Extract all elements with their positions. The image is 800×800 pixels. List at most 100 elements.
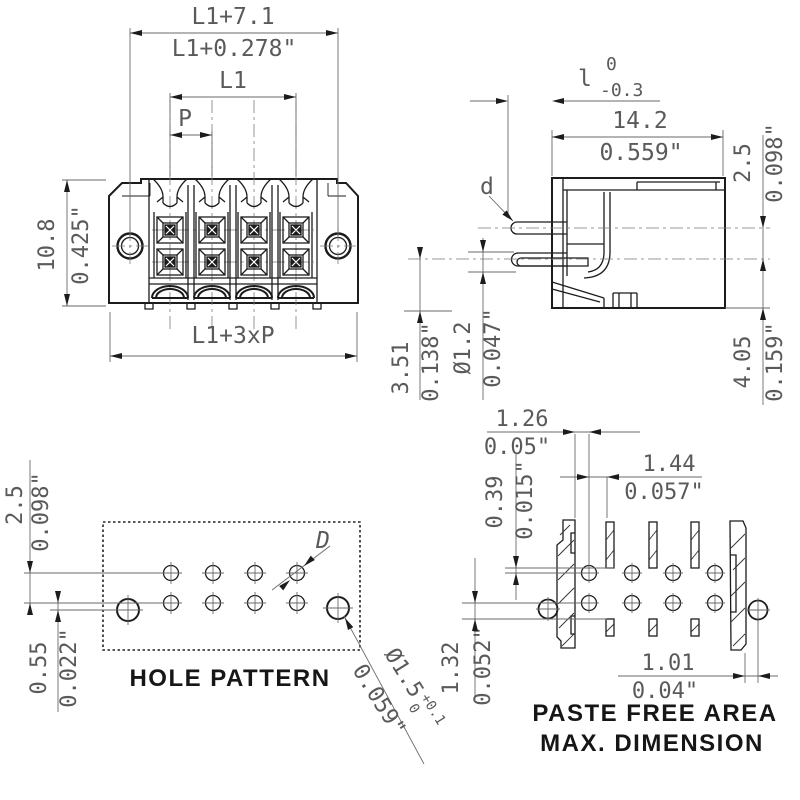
arrowhead xyxy=(758,673,770,679)
arrowhead xyxy=(472,619,478,631)
side-dimensions: l 0 -0.3 14.2 0.559" 2.5 0.098" 4.05 0.1… xyxy=(389,54,788,405)
hp-dim-row-mm: 2.5 xyxy=(3,485,28,525)
arrowhead xyxy=(577,474,589,480)
dim-pin-dia-mm: Ø1.2 xyxy=(451,322,476,375)
side-latch xyxy=(636,181,720,190)
pf-dim3-mm: 0.39 xyxy=(483,476,508,529)
front-partition-walls xyxy=(187,185,279,300)
arrowhead xyxy=(480,272,486,284)
arrowhead xyxy=(170,94,182,100)
paste-dimensions: 1.26 0.05" 1.44 0.057" 0.39 0.015" 1.32 … xyxy=(439,407,778,706)
dim-row-spacing-mm: 2.5 xyxy=(731,143,756,183)
hp-label-hole-dia: D xyxy=(315,528,330,554)
side-bottom-wedge xyxy=(551,281,605,308)
front-row-centerlines xyxy=(152,229,314,263)
arrowhead xyxy=(417,311,423,323)
pf-dim1-in: 0.05" xyxy=(484,435,550,460)
dim-overall-mm: L1+7.1 xyxy=(191,4,274,30)
arrowhead xyxy=(733,673,745,679)
pf-dim1-mm: 1.26 xyxy=(496,407,549,432)
front-position-housings xyxy=(153,212,313,278)
arrowhead xyxy=(27,603,33,615)
arrowhead xyxy=(513,556,519,568)
arrowhead xyxy=(760,259,766,271)
arrowhead xyxy=(502,210,513,221)
front-inner-columns xyxy=(148,179,318,303)
arrowhead xyxy=(760,308,766,320)
front-contact-crosses xyxy=(165,225,301,267)
hole-pattern-holes xyxy=(113,562,353,625)
dim-pin-depth-mm: 3.51 xyxy=(389,342,414,395)
arrowhead xyxy=(552,134,564,140)
front-contacts xyxy=(156,216,310,276)
arrowhead xyxy=(170,132,182,138)
hp-dim-offset-mm: 0.55 xyxy=(27,642,52,695)
arrowhead xyxy=(345,618,354,631)
dim-total: L1+3xP xyxy=(191,323,274,349)
arrowhead xyxy=(563,429,575,435)
hole-pattern-title: HOLE PATTERN xyxy=(129,665,330,692)
front-view: L1+7.1 L1+0.278" L1 P 10.8 0.425" L1+3xP xyxy=(35,4,359,362)
paste-bottom-pads xyxy=(605,618,700,637)
arrowhead xyxy=(480,240,486,252)
arrowhead xyxy=(110,353,122,359)
arrowhead xyxy=(279,580,290,591)
side-inner-walls xyxy=(562,178,725,308)
arrowhead xyxy=(472,591,478,603)
dim-pin-len-label: l xyxy=(578,66,592,92)
paste-top-pads xyxy=(605,521,700,569)
label-pin-dia: d xyxy=(480,174,494,200)
paste-bar-hatching xyxy=(557,524,746,647)
arrowhead xyxy=(417,247,423,259)
dim-bottom-mm: 4.05 xyxy=(731,336,756,389)
dim-l1: L1 xyxy=(219,68,247,94)
side-pin-centerlines xyxy=(408,227,770,260)
front-dimensions: L1+7.1 L1+0.278" L1 P 10.8 0.425" L1+3xP xyxy=(35,4,358,362)
arrowhead xyxy=(345,353,357,359)
paste-holes xyxy=(536,563,770,622)
arrowhead xyxy=(64,294,70,306)
dim-pitch: P xyxy=(178,106,192,132)
hole-pattern-view: 2.5 0.098" 0.55 0.022" D Ø1.5 +0.1 0 0.0… xyxy=(3,460,449,765)
pf-dim2-mm: 1.44 xyxy=(643,452,696,477)
hole-pattern-dimensions: 2.5 0.098" 0.55 0.022" D Ø1.5 +0.1 0 0.0… xyxy=(3,460,449,765)
arrowhead xyxy=(513,573,519,585)
front-clamp-arcs xyxy=(151,285,315,299)
hole-pattern-boundary xyxy=(102,521,361,651)
arrowhead xyxy=(760,216,766,228)
side-smt-lead xyxy=(516,257,589,267)
dim-row-spacing-in: 0.098" xyxy=(763,123,788,202)
dim-bottom-in: 0.159" xyxy=(763,322,788,401)
paste-free-area-view: 1.26 0.05" 1.44 0.057" 0.39 0.015" 1.32 … xyxy=(439,407,778,757)
dim-height-in: 0.425" xyxy=(69,205,94,284)
side-contact-channel xyxy=(567,192,611,279)
arrowhead xyxy=(326,30,338,36)
front-body-outline xyxy=(108,178,359,304)
pf-dim5-mm: 1.01 xyxy=(642,651,695,676)
hp-dim-offset-in: 0.022" xyxy=(57,628,82,707)
front-bottom-tabs xyxy=(144,303,322,310)
hp-dim-dia-tol-lower: 0 xyxy=(405,701,423,717)
dim-depth-mm: 14.2 xyxy=(612,108,667,134)
dim-height-mm: 10.8 xyxy=(35,219,60,272)
dim-overall-in: L1+0.278" xyxy=(172,36,297,62)
arrowhead xyxy=(200,132,212,138)
arrowhead xyxy=(607,474,619,480)
front-wire-entries xyxy=(152,178,314,208)
pf-dim5-in: 0.04" xyxy=(632,679,698,704)
hp-dim-dia-tol-upper: +0.1 xyxy=(417,691,448,728)
hp-dim-row-in: 0.098" xyxy=(29,472,54,551)
dim-pin-len-tol-lower: -0.3 xyxy=(600,80,643,101)
arrowhead xyxy=(55,591,61,603)
paste-free-area-title-2: MAX. DIMENSION xyxy=(540,730,764,757)
pf-dim3-in: 0.015" xyxy=(513,460,538,539)
dim-pin-depth-in: 0.138" xyxy=(419,322,444,401)
side-view: l 0 -0.3 14.2 0.559" 2.5 0.098" 4.05 0.1… xyxy=(389,54,788,405)
dim-pin-len-tol-upper: 0 xyxy=(606,54,617,75)
front-band xyxy=(149,277,317,285)
paste-left-bar xyxy=(556,519,576,649)
arrowhead xyxy=(589,429,601,435)
arrowhead xyxy=(130,30,142,36)
paste-right-bar xyxy=(729,520,747,651)
